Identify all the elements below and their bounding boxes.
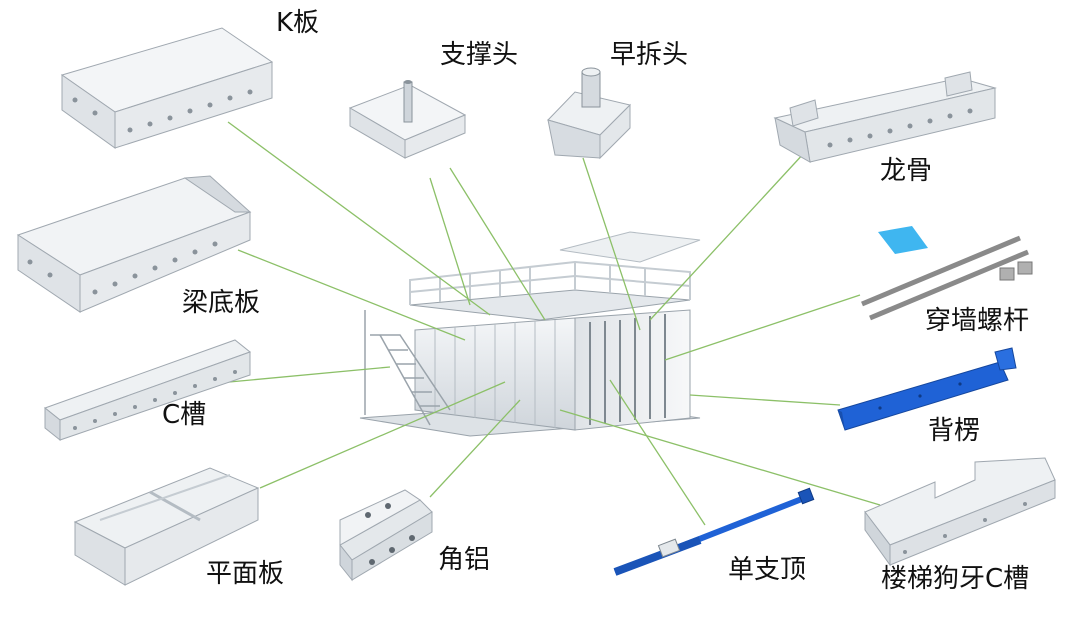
- label-support-head: 支撑头: [440, 40, 519, 70]
- label-keel: 龙骨: [880, 156, 933, 186]
- label-early-release-head: 早拆头: [610, 40, 689, 70]
- flat-board-image: [73, 467, 260, 586]
- c-channel-image: [43, 339, 252, 442]
- beam-bottom-board-image: [16, 175, 252, 313]
- stair-c-channel-image: [864, 457, 1056, 567]
- angle-aluminum-image: [339, 489, 433, 582]
- back-purlin-image: [837, 347, 1017, 431]
- label-wall-tie-screw: 穿墙螺杆: [925, 306, 1030, 336]
- central-structure-image: [359, 231, 701, 437]
- label-beam-bottom-board: 梁底板: [182, 288, 261, 318]
- label-angle-aluminum: 角铝: [438, 545, 491, 575]
- early-release-head-image: [547, 67, 631, 160]
- k-board-image: [60, 27, 274, 149]
- support-head-image: [348, 80, 467, 159]
- single-prop-image: [613, 487, 815, 576]
- label-k-board: K板: [276, 8, 320, 38]
- keel-image: [773, 71, 997, 163]
- label-back-purlin: 背楞: [928, 416, 981, 446]
- label-single-prop: 单支顶: [728, 555, 807, 585]
- label-c-channel: C槽: [162, 400, 207, 430]
- wall-tie-screw-image: [861, 226, 1033, 321]
- label-stair-c-channel: 楼梯狗牙C槽: [881, 564, 1030, 594]
- label-flat-board: 平面板: [206, 559, 285, 589]
